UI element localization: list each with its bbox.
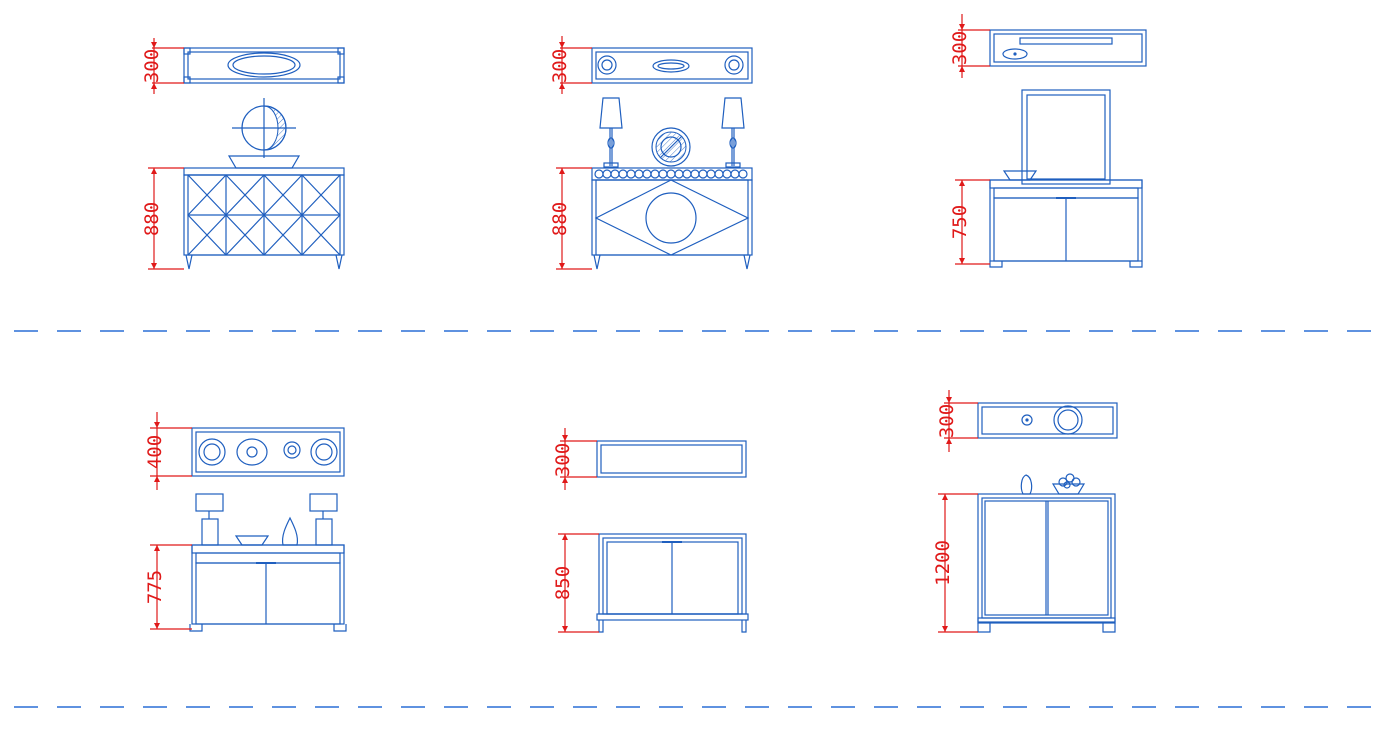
c3-elev-dim: 750 xyxy=(949,205,971,239)
cabinet-3-dims: 300 750 xyxy=(949,14,990,265)
cabinet-4-elevation xyxy=(189,493,347,632)
cabinet-6-elevation xyxy=(977,473,1116,633)
c3-plan-dim: 300 xyxy=(949,31,971,65)
c2-plan-dim: 300 xyxy=(549,49,571,83)
cabinet-5-dims: 300 850 xyxy=(552,428,599,633)
cabinet-2-plan xyxy=(591,47,753,84)
cabinet-3-plan xyxy=(989,29,1147,67)
cabinet-1-dims: 300 880 xyxy=(141,38,184,270)
c5-elev-dim: 850 xyxy=(552,566,574,600)
cabinet-4-dims: 400 775 xyxy=(144,412,192,630)
cabinet-1-plan xyxy=(183,47,345,84)
cabinet-1-elevation xyxy=(183,98,345,270)
c6-plan-dim: 300 xyxy=(936,404,958,438)
c4-plan-dim: 400 xyxy=(144,435,166,469)
c1-elev-dim: 880 xyxy=(141,202,163,236)
c6-elev-dim: 1200 xyxy=(932,540,954,586)
cabinet-2-elevation xyxy=(591,97,753,270)
c2-elev-dim: 880 xyxy=(549,202,571,236)
cabinet-4-plan xyxy=(191,427,345,477)
cabinet-5-elevation xyxy=(596,533,749,633)
cabinet-5-plan xyxy=(596,440,747,478)
c5-plan-dim: 300 xyxy=(552,443,574,477)
cabinet-3-elevation xyxy=(989,89,1143,268)
c4-elev-dim: 775 xyxy=(144,570,166,604)
cabinet-2-dims: 300 880 xyxy=(549,36,592,270)
cabinet-6-plan xyxy=(977,402,1118,439)
c1-plan-dim: 300 xyxy=(141,49,163,83)
cabinet-6-dims: 300 1200 xyxy=(932,390,978,633)
